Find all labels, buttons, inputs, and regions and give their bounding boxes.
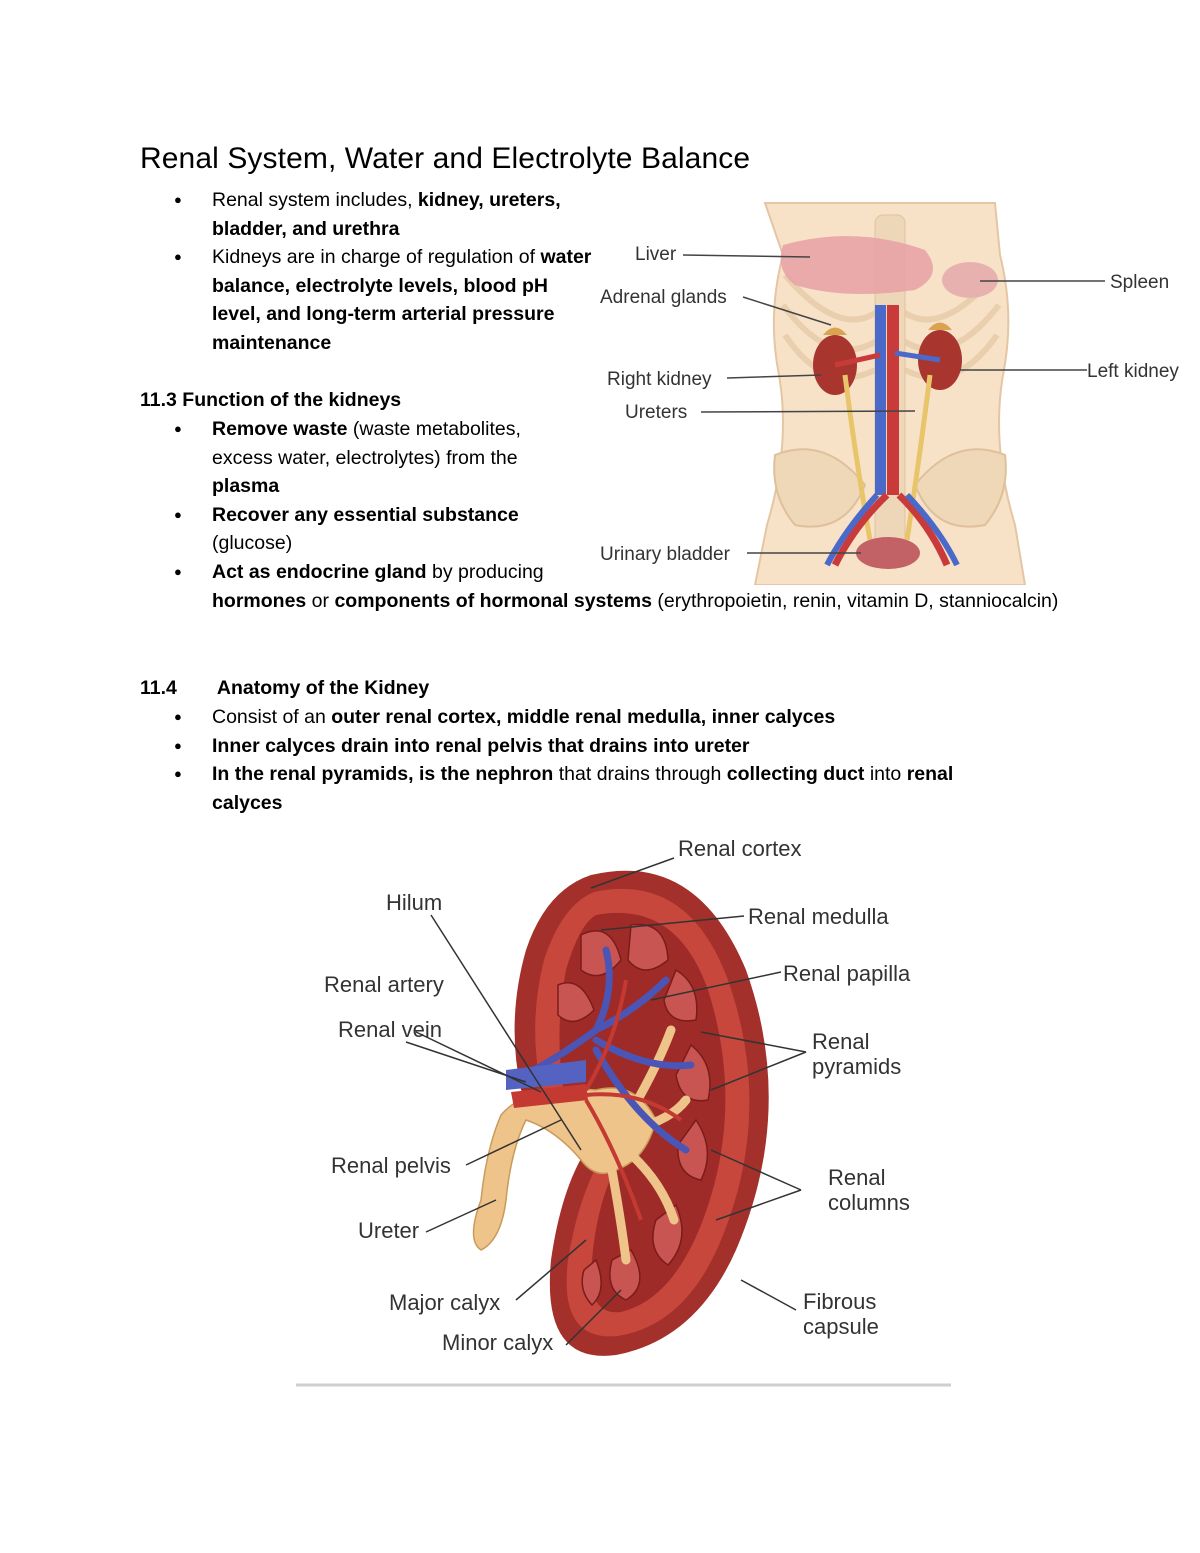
renal-vein xyxy=(506,1060,586,1090)
label-minor-calyx: Minor calyx xyxy=(442,1330,553,1355)
list-item: Kidneys are in charge of regulation of w… xyxy=(174,243,602,357)
label-urinary-bladder: Urinary bladder xyxy=(600,544,731,565)
pelvic-bone xyxy=(773,448,867,528)
label-renal-pyramids-2: pyramids xyxy=(812,1054,901,1079)
renal-pelvis xyxy=(472,1087,657,1251)
list-item: Remove waste (waste metabolites, excess … xyxy=(174,415,557,501)
function-section: Remove waste (waste metabolites, excess … xyxy=(174,415,1072,615)
label-hilum: Hilum xyxy=(386,890,442,915)
label-renal-cortex: Renal cortex xyxy=(678,836,802,861)
label-fibrous-capsule-2: capsule xyxy=(803,1314,879,1339)
label-renal-medulla: Renal medulla xyxy=(748,904,889,929)
list-item: Consist of an outer renal cortex, middle… xyxy=(174,703,1072,732)
urinary-bladder xyxy=(856,537,920,569)
list-item: Act as endocrine gland by producing horm… xyxy=(174,558,1072,615)
label-ureters: Ureters xyxy=(625,402,687,423)
label-major-calyx: Major calyx xyxy=(389,1290,500,1315)
list-item: Recover any essential substance (glucose… xyxy=(174,501,557,558)
label-renal-vein: Renal vein xyxy=(338,1017,442,1042)
aorta xyxy=(887,305,899,495)
label-liver: Liver xyxy=(635,244,677,265)
adrenal-gland xyxy=(928,322,952,330)
leader-lines xyxy=(682,254,1105,554)
label-spleen: Spleen xyxy=(1110,272,1169,293)
spleen xyxy=(942,262,998,298)
list-item: Renal system includes, kidney, ureters, … xyxy=(174,186,602,243)
calyces xyxy=(606,1025,691,1265)
renal-pyramids xyxy=(557,923,711,1307)
label-renal-pyramids: Renal xyxy=(812,1029,869,1054)
anatomy-section: Consist of an outer renal cortex, middle… xyxy=(174,703,1072,817)
list-item: In the renal pyramids, is the nephron th… xyxy=(174,760,1012,817)
label-ureter: Ureter xyxy=(358,1218,419,1243)
renal-artery-branches xyxy=(584,979,683,1221)
anatomy-list: Consist of an outer renal cortex, middle… xyxy=(174,703,1072,817)
section-heading-11-3: 11.3 Function of the kidneys xyxy=(140,389,402,411)
liver xyxy=(780,236,933,294)
label-adrenal-glands: Adrenal glands xyxy=(600,287,727,308)
label-renal-artery: Renal artery xyxy=(324,972,444,997)
vena-cava xyxy=(875,305,886,495)
label-renal-papilla: Renal papilla xyxy=(783,961,911,986)
label-renal-columns-2: columns xyxy=(828,1190,910,1215)
list-item: Inner calyces drain into renal pelvis th… xyxy=(174,732,1072,761)
ureter xyxy=(904,374,933,541)
renal-artery xyxy=(511,1084,588,1108)
intro-section: Renal system includes, kidney, ureters, … xyxy=(174,186,602,358)
adrenal-gland xyxy=(823,327,847,335)
label-renal-pelvis: Renal pelvis xyxy=(331,1153,451,1178)
label-fibrous-capsule: Fibrous xyxy=(803,1289,876,1314)
function-list: Remove waste (waste metabolites, excess … xyxy=(174,415,1072,615)
intro-list: Renal system includes, kidney, ureters, … xyxy=(174,186,602,358)
page-title: Renal System, Water and Electrolyte Bala… xyxy=(140,142,751,175)
label-renal-columns: Renal xyxy=(828,1165,885,1190)
label-left-kidney: Left kidney xyxy=(1087,361,1179,382)
pelvic-bone xyxy=(913,448,1007,528)
kidney-anatomy-figure: Renal cortex Hilum Renal medulla Renal a… xyxy=(296,836,951,1387)
urinary-system-figure: Liver Adrenal glands Right kidney Ureter… xyxy=(600,202,1179,585)
label-right-kidney: Right kidney xyxy=(607,369,712,390)
leader-lines xyxy=(405,857,807,1346)
